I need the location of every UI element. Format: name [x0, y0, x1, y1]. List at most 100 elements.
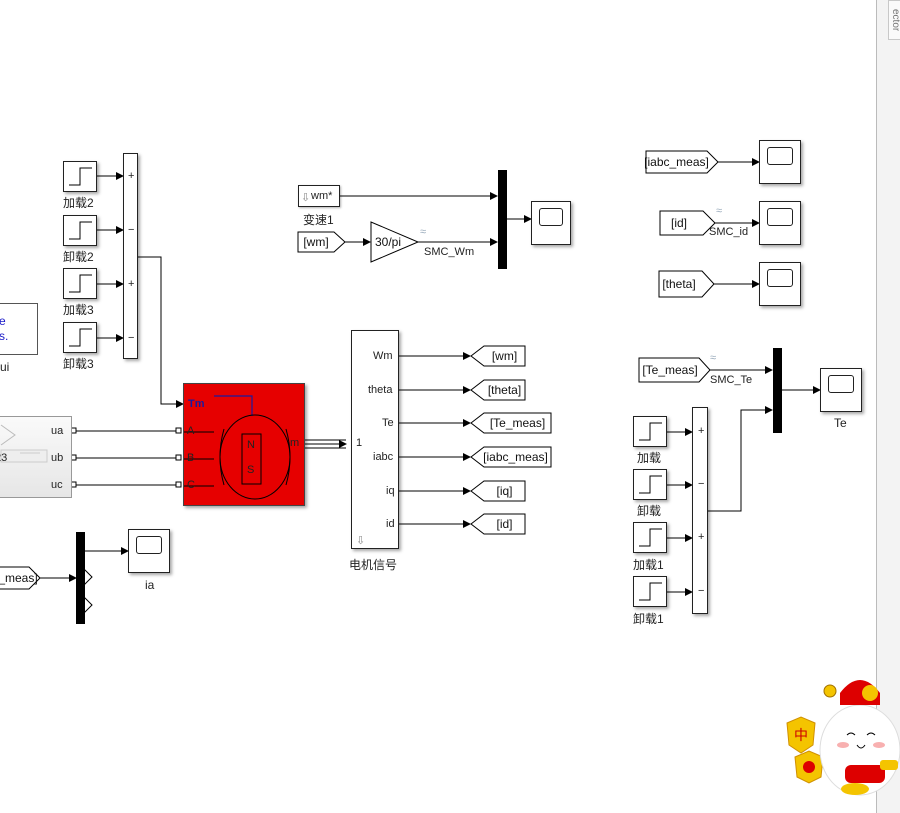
step-icon [69, 221, 92, 240]
motor-port-c: C [187, 479, 195, 491]
from-theta[interactable]: [theta] [662, 277, 696, 291]
step-icon [639, 475, 662, 494]
step-block-load[interactable] [633, 416, 667, 447]
sum-sign: + [698, 425, 705, 437]
scope-te[interactable] [820, 368, 862, 412]
step-block-unload2[interactable] [63, 215, 97, 246]
goto-iabc-meas[interactable]: [iabc_meas] [483, 450, 548, 464]
scope-screen [136, 536, 162, 554]
gain-30-pi[interactable]: 30/pi [374, 235, 402, 249]
scope-id[interactable] [759, 201, 801, 245]
step-label-load1: 加载1 [633, 558, 664, 572]
step-label-load3: 加载3 [63, 303, 94, 317]
step-icon [69, 167, 92, 186]
motor-port-b: B [187, 452, 195, 464]
scope-screen [767, 208, 793, 226]
bus-output-iq: iq [386, 485, 395, 497]
bus-output-iabc: iabc [373, 451, 394, 463]
bus-output-id: id [386, 518, 395, 530]
demux-bar[interactable] [76, 532, 85, 624]
svg-text:中: 中 [794, 728, 808, 744]
scope-ia-name: ia [145, 578, 155, 592]
scope-te-name: Te [834, 416, 847, 430]
bus-selector-input: 1 [356, 437, 363, 449]
annotation-line: s. [0, 329, 9, 343]
step-label-unload: 卸载 [637, 504, 662, 518]
from-iabc-meas[interactable]: [iabc_meas] [644, 155, 709, 169]
step-icon [639, 422, 662, 441]
sum-sign: − [128, 224, 135, 236]
goto-id[interactable]: [id] [496, 517, 513, 531]
from-te-meas[interactable]: [Te_meas] [642, 363, 698, 377]
scope-ia[interactable] [128, 529, 170, 573]
step-block-load3[interactable] [63, 268, 97, 299]
signal-logging-icon: ≈ [710, 352, 717, 364]
sum-block-right[interactable]: + − + − [692, 407, 708, 614]
inverter-block[interactable]: 23 ua ub uc [0, 416, 72, 498]
bus-output-theta: theta [368, 384, 393, 396]
goto-te-meas[interactable]: [Te_meas] [489, 416, 546, 430]
signal-name-smc-te: SMC_Te [710, 374, 753, 386]
wm-reference-source[interactable]: ⇩ wm* [298, 185, 340, 207]
signal-logging-icon: ≈ [420, 226, 427, 238]
mux-bar-speed[interactable] [498, 170, 507, 269]
down-arrow-icon: ⇩ [301, 192, 311, 204]
pmsm-motor-block[interactable]: Tm A B C m N S [183, 383, 305, 506]
signal-logging-icon: ≈ [716, 205, 723, 217]
inverter-port-uc: uc [51, 479, 63, 491]
scope-theta[interactable] [759, 262, 801, 306]
motor-port-m: m [290, 437, 300, 449]
scope-iabc[interactable] [759, 140, 801, 184]
from-id[interactable]: [id] [670, 216, 687, 230]
signal-name-smc-id: SMC_id [709, 226, 749, 238]
from-wm[interactable]: [wm] [303, 235, 329, 249]
motor-port-a: A [187, 425, 195, 437]
demux-port-arrows [83, 568, 93, 614]
step-block-unload3[interactable] [63, 322, 97, 353]
sum-sign: − [698, 478, 705, 490]
inverter-icon [0, 424, 48, 463]
step-label-unload2: 卸载2 [63, 250, 94, 264]
step-icon [639, 582, 662, 601]
property-inspector-tab[interactable]: ector [888, 0, 900, 40]
sum-sign: − [128, 332, 135, 344]
step-label-unload3: 卸载3 [63, 357, 94, 371]
sum-sign: + [128, 278, 135, 290]
step-icon [69, 274, 92, 293]
annotation-line: e [0, 314, 6, 328]
motor-magnet-s: S [247, 464, 255, 476]
step-block-load1[interactable] [633, 522, 667, 553]
from-meas-partial[interactable]: _meas] [0, 571, 38, 585]
step-icon [639, 528, 662, 547]
motor-magnet-n: N [247, 439, 255, 451]
motor-port-tm: Tm [188, 398, 205, 410]
step-block-unload1[interactable] [633, 576, 667, 607]
goto-theta[interactable]: [theta] [487, 383, 522, 397]
sum-sign: + [128, 170, 135, 182]
annotation-block-name: ui [0, 360, 10, 374]
sum-block-left[interactable]: + − + − [123, 153, 138, 359]
step-block-load2[interactable] [63, 161, 97, 192]
bus-selector-name: 电机信号 [349, 558, 398, 572]
mux-bar-te[interactable] [773, 348, 782, 433]
annotation-block-partial[interactable]: e s. [0, 303, 38, 355]
step-label-load: 加载 [637, 451, 662, 465]
scope-speed[interactable] [531, 201, 571, 245]
sum-sign: − [698, 585, 705, 597]
inverter-port-ub: ub [51, 452, 64, 464]
mascot-sticker-icon: 中 [786, 680, 900, 796]
bus-output-wm: Wm [373, 350, 393, 362]
scope-screen [767, 269, 793, 287]
goto-wm[interactable]: [wm] [491, 349, 518, 363]
scope-screen [767, 147, 793, 165]
down-arrow-icon: ⇩ [356, 535, 366, 547]
sum-sign: + [698, 531, 705, 543]
bus-selector-block[interactable]: 1 Wm theta Te iabc iq id ⇩ [351, 330, 399, 549]
goto-iq[interactable]: [iq] [496, 484, 513, 498]
signal-name-smc-wm: SMC_Wm [424, 246, 475, 258]
step-block-unload[interactable] [633, 469, 667, 500]
scope-screen [828, 375, 854, 393]
wm-reference-name: 变速1 [303, 213, 334, 227]
